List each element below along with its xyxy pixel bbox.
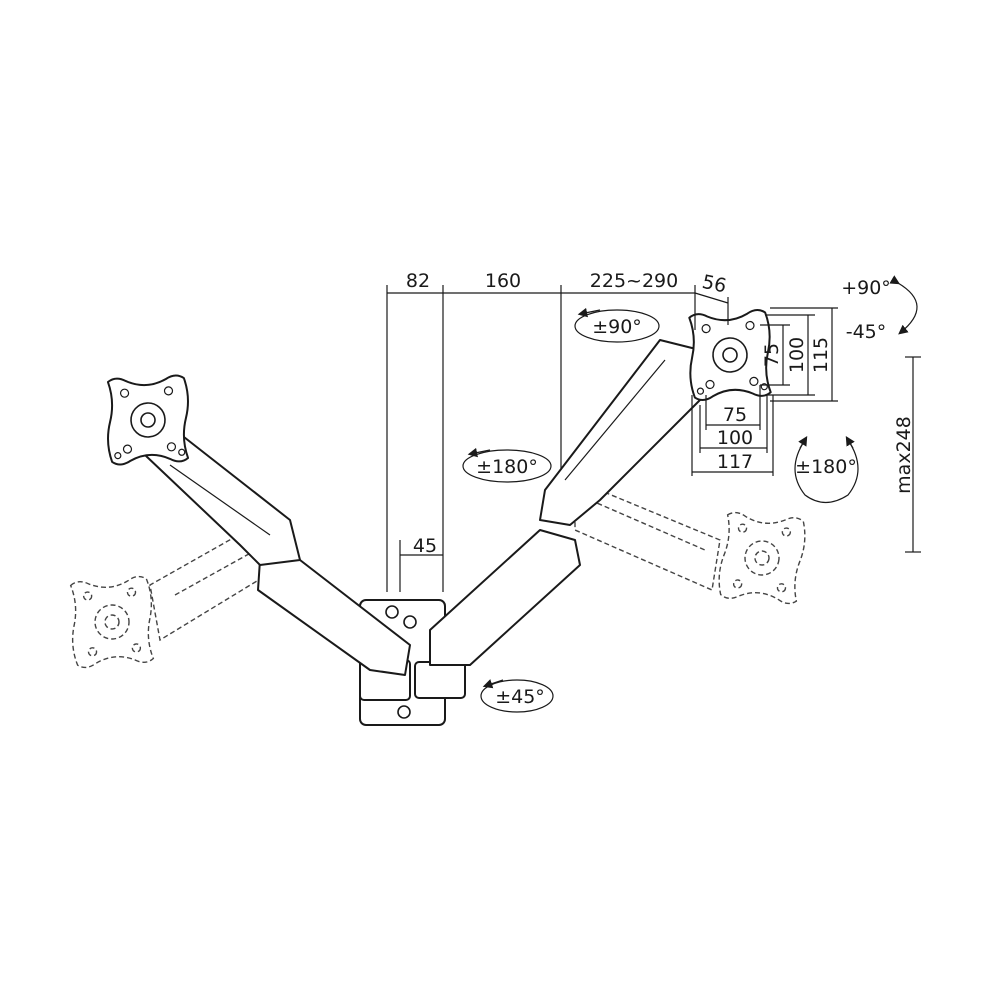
top-dimensions: 82 160 225~290 56 45 [386,270,729,592]
dim-v-100: 100 [786,337,808,373]
right-arm [429,308,775,666]
rotate-screen-label: ±180° [795,456,857,478]
vesa-dimensions: 75 100 115 75 100 117 [691,307,838,476]
dim-h-117: 117 [717,451,753,473]
dim-v-115: 115 [810,337,832,373]
arm-swivel-label: ±180° [476,456,538,478]
dim-82: 82 [406,270,430,292]
tilt-up-label: +90° [841,277,891,299]
height-dimension: max248 [893,356,921,553]
dim-56: 56 [700,271,728,298]
dim-225-290: 225~290 [590,270,678,292]
wall-swivel-label: ±45° [495,686,545,708]
dim-h-75: 75 [723,404,747,426]
dim-max248: max248 [893,416,915,494]
left-arm [103,373,411,676]
ghost-right-arm [574,478,808,606]
dim-h-100: 100 [717,427,753,449]
tilt-down-label: -45° [846,321,887,343]
dim-160: 160 [485,270,521,292]
swivel-head-label: ±90° [592,316,642,338]
rotation-labels: +90° -45° ±90° ±180° ±180° ±45° [462,275,918,713]
dim-v-75: 75 [761,343,783,367]
dim-45: 45 [413,535,437,557]
